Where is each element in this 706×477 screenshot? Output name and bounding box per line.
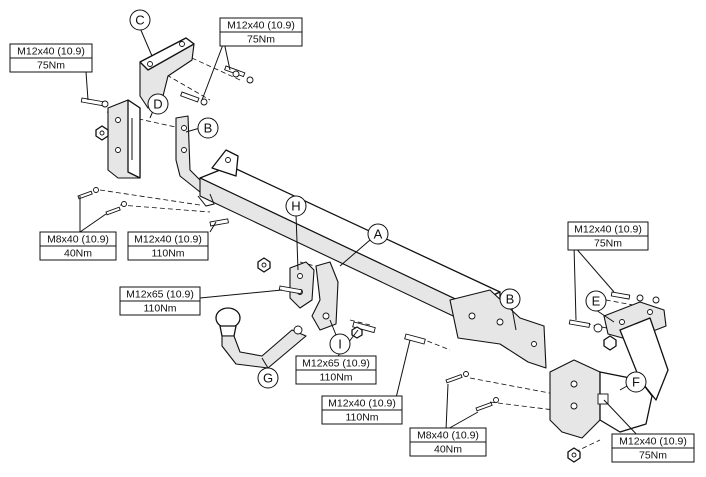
spec-torque-text: 40Nm <box>434 444 462 456</box>
fasteners <box>77 65 660 463</box>
spec-right-m8: M8x40 (10.9) 40Nm <box>409 427 487 457</box>
spec-top-center: M12x40 (10.9) 75Nm <box>219 17 303 47</box>
spec-right-top: M12x40 (10.9) 75Nm <box>567 221 649 251</box>
spec-torque-text: 75Nm <box>594 238 622 250</box>
spec-bolt-text: M12x40 (10.9) <box>227 20 295 32</box>
spec-torque-text: 110Nm <box>319 372 352 384</box>
part-label-i-text: I <box>338 337 342 352</box>
part-label-e: E <box>585 290 607 312</box>
part-label-e-text: E <box>592 294 601 309</box>
callout-lines <box>139 27 635 391</box>
spec-torque-text: 75Nm <box>247 34 275 46</box>
part-label-g-text: G <box>263 371 273 386</box>
part-label-h-text: H <box>291 199 300 214</box>
part-label-c-text: C <box>135 13 144 28</box>
plate-i <box>311 261 339 331</box>
spec-left-m12: M12x40 (10.9) 110Nm <box>127 231 209 261</box>
spec-right-bottom: M12x40 (10.9) 75Nm <box>611 433 695 463</box>
spec-torque-text: 110Nm <box>345 412 378 424</box>
spec-torque-text: 75Nm <box>37 60 65 72</box>
spec-bolt-text: M12x40 (10.9) <box>17 46 85 58</box>
part-label-f: F <box>625 371 647 393</box>
plate-f <box>549 359 653 439</box>
part-label-f-text: F <box>632 375 640 390</box>
bracket-c <box>139 37 195 109</box>
part-label-g: G <box>257 367 279 389</box>
spec-bolt-text: M12x40 (10.9) <box>328 398 396 410</box>
plate-d <box>107 99 141 179</box>
spec-torque-text: 40Nm <box>64 248 92 260</box>
spec-top-left: M12x40 (10.9) 75Nm <box>9 43 93 73</box>
part-label-c: C <box>129 9 151 31</box>
spec-bolt-text: M12x40 (10.9) <box>134 234 202 246</box>
part-label-d: D <box>147 93 169 115</box>
spec-torque-text: 110Nm <box>151 248 184 260</box>
spec-bolt-text: M8x40 (10.9) <box>417 430 479 442</box>
part-label-h: H <box>285 195 307 217</box>
part-label-b-right: B <box>499 288 521 310</box>
part-label-b-left: B <box>197 117 219 139</box>
part-label-i: I <box>329 333 351 355</box>
part-label-d-text: D <box>153 97 162 112</box>
spec-ball-m12x65: M12x65 (10.9) 110Nm <box>119 286 201 316</box>
bracket-h <box>289 261 315 309</box>
part-label-a: A <box>367 223 389 245</box>
spec-bolt-text: M12x65 (10.9) <box>302 358 370 370</box>
spec-bolt-text: M12x40 (10.9) <box>619 436 687 448</box>
part-label-b-left-text: B <box>204 121 213 136</box>
spec-bolt-text: M12x65 (10.9) <box>126 289 194 301</box>
leader-lines <box>79 41 641 439</box>
towball-g <box>215 307 307 369</box>
spec-bolt-text: M8x40 (10.9) <box>47 234 109 246</box>
spec-torque-text: 75Nm <box>639 450 667 462</box>
spec-left-m8: M8x40 (10.9) 40Nm <box>39 231 117 261</box>
bracket-e <box>603 301 669 401</box>
spec-center-m12x65: M12x65 (10.9) 110Nm <box>295 355 377 385</box>
part-label-a-text: A <box>374 227 383 242</box>
spec-bolt-text: M12x40 (10.9) <box>574 224 642 236</box>
part-label-b-right-text: B <box>506 292 515 307</box>
crossbar-a <box>197 149 501 325</box>
crossbar-right-plate <box>449 289 547 369</box>
spec-center-m12x40: M12x40 (10.9) 110Nm <box>321 395 403 425</box>
spec-torque-text: 110Nm <box>143 303 176 315</box>
